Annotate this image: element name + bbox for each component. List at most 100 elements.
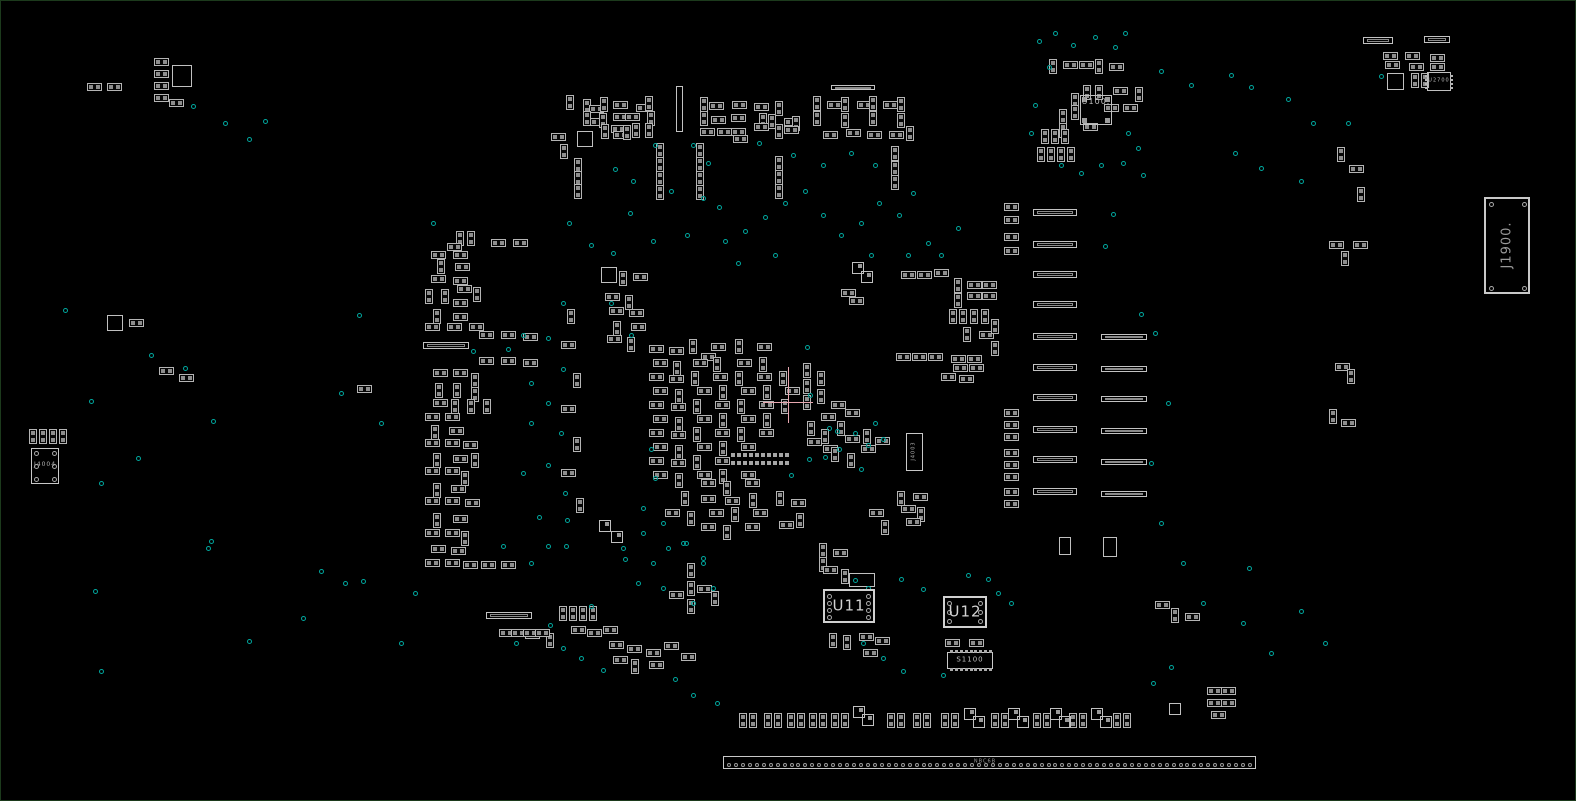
via xyxy=(717,205,722,210)
connector-j1900[interactable] xyxy=(1484,197,1530,294)
passive-component xyxy=(719,441,727,456)
passive-component xyxy=(923,713,931,728)
passive-component xyxy=(1409,63,1424,71)
passive-component xyxy=(653,387,668,395)
passive-component xyxy=(1057,147,1065,162)
passive-component xyxy=(1004,473,1019,481)
ic-u11[interactable] xyxy=(823,589,875,623)
via xyxy=(701,561,706,566)
refdes-label-j4003[interactable]: J4003 xyxy=(910,441,917,461)
passive-component xyxy=(1341,419,1356,427)
refdes-label-s1100[interactable]: S1100 xyxy=(956,655,984,664)
passive-component xyxy=(627,645,642,653)
passive-component xyxy=(881,520,889,535)
via xyxy=(343,581,348,586)
passive-component xyxy=(625,295,633,310)
passive-component xyxy=(784,126,799,134)
passive-component xyxy=(664,642,679,650)
via xyxy=(529,561,534,566)
passive-component xyxy=(863,649,878,657)
passive-component xyxy=(613,321,621,336)
via xyxy=(339,391,344,396)
connector-j4003[interactable] xyxy=(906,433,923,471)
passive-component xyxy=(576,498,584,513)
passive-component xyxy=(49,429,57,444)
refdes-label-u100[interactable]: U100. xyxy=(1081,97,1111,106)
refdes-label-nbc6b[interactable]: NBC6B xyxy=(973,758,997,765)
square-pad xyxy=(611,531,623,543)
passive-component xyxy=(551,133,566,141)
passive-component xyxy=(463,561,478,569)
via xyxy=(99,669,104,674)
passive-component xyxy=(719,413,727,428)
via xyxy=(149,353,154,358)
passive-component xyxy=(775,124,783,139)
square-pad xyxy=(1059,716,1071,728)
via xyxy=(711,586,716,591)
via xyxy=(706,161,711,166)
via xyxy=(521,333,526,338)
passive-component xyxy=(609,641,624,649)
via xyxy=(631,179,636,184)
via xyxy=(673,677,678,682)
connector-s1100[interactable] xyxy=(947,650,993,671)
via xyxy=(589,604,594,609)
passive-component xyxy=(749,493,757,508)
passive-component xyxy=(573,373,581,388)
via xyxy=(319,569,324,574)
passive-component xyxy=(775,101,783,116)
passive-component xyxy=(917,507,925,522)
passive-component xyxy=(693,455,701,470)
passive-component xyxy=(843,635,851,650)
ic-u12[interactable] xyxy=(943,596,987,628)
via xyxy=(567,221,572,226)
passive-component xyxy=(154,70,169,78)
passive-component xyxy=(1004,203,1019,211)
passive-component xyxy=(749,713,757,728)
via xyxy=(431,221,436,226)
fill-pad xyxy=(779,461,783,465)
via xyxy=(823,455,828,460)
inductor-bar xyxy=(1033,301,1077,308)
passive-component xyxy=(453,299,468,307)
passive-component xyxy=(875,637,890,645)
passive-component xyxy=(1033,713,1041,728)
passive-component xyxy=(1069,713,1077,728)
passive-component xyxy=(671,403,686,411)
passive-component xyxy=(967,355,982,363)
chip-outline xyxy=(1169,703,1181,715)
passive-component xyxy=(1357,187,1365,202)
passive-component xyxy=(709,102,724,110)
ic-u2700[interactable] xyxy=(1425,72,1453,91)
via xyxy=(628,211,633,216)
ic-u100[interactable] xyxy=(1080,95,1112,125)
via xyxy=(1169,665,1174,670)
inductor-bar xyxy=(1033,394,1077,401)
passive-component xyxy=(633,273,648,281)
refdes-label-u2700[interactable]: U2700 xyxy=(1428,77,1450,84)
via xyxy=(1159,521,1164,526)
via xyxy=(1379,74,1384,79)
passive-component xyxy=(613,101,628,109)
refdes-label-j1900[interactable]: J1900. xyxy=(1499,221,1515,269)
passive-component xyxy=(425,323,440,331)
connector-j4004[interactable] xyxy=(31,448,59,484)
passive-component xyxy=(665,509,680,517)
via xyxy=(247,137,252,142)
via xyxy=(1111,212,1116,217)
passive-component xyxy=(1329,409,1337,424)
passive-component xyxy=(759,401,774,409)
via xyxy=(561,367,566,372)
refdes-label-u11[interactable]: U11 xyxy=(832,596,866,615)
square-pad xyxy=(1100,716,1112,728)
passive-component xyxy=(1171,608,1179,623)
passive-component xyxy=(1411,73,1419,88)
via xyxy=(1299,179,1304,184)
via xyxy=(209,539,214,544)
edge-connector[interactable] xyxy=(723,756,1256,769)
refdes-label-u12[interactable]: U12 xyxy=(948,602,982,621)
passive-component xyxy=(823,131,838,139)
refdes-label-j4004[interactable]: J4004 xyxy=(33,461,57,468)
passive-component xyxy=(737,399,745,414)
